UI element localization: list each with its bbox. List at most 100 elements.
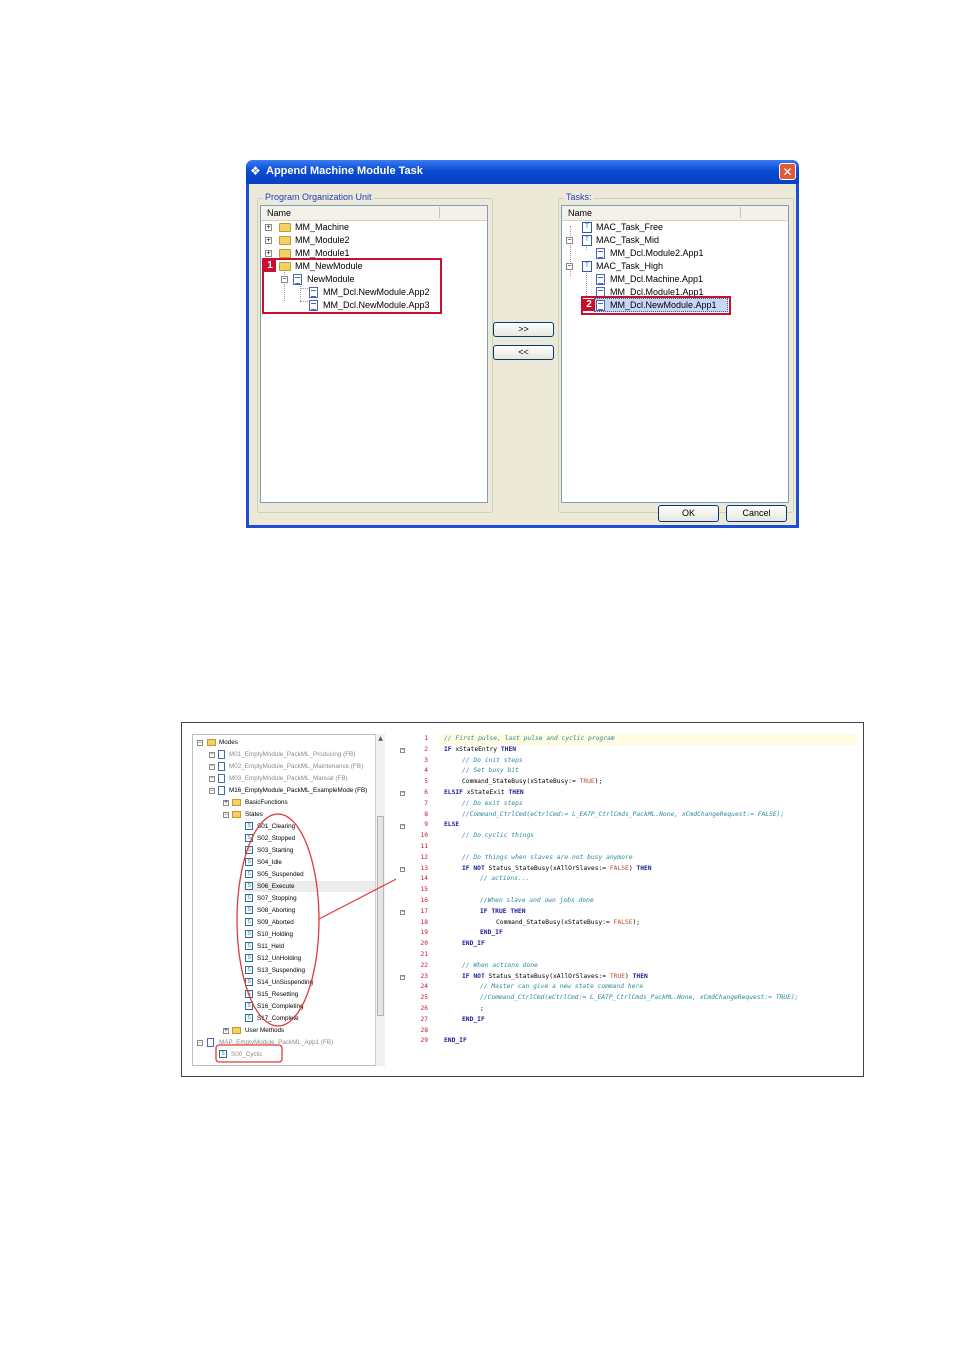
tree-node-label: MAP_EmptyModule_PackML_App1 (FB) [219,1039,334,1046]
code-punct: ); [632,918,641,926]
tree-node-label: S12_UnHolding [257,955,302,962]
code-keyword: THEN [508,789,524,796]
expand-plus-icon[interactable]: + [265,237,272,244]
collapse-minus-icon[interactable]: − [197,740,203,746]
pou-listbox[interactable]: Name + MM_Machine + MM_Module2 + [260,205,488,503]
pou-document-icon [218,750,225,759]
remove-from-task-button[interactable]: << [493,345,554,360]
task-item-label: MAC_Task_Mid [596,235,660,245]
tree-node-label: S00_Cyclic [231,1051,263,1058]
pou-item-label: MM_Module1 [295,248,350,258]
fold-toggle-icon[interactable]: − [400,974,406,980]
code-keyword: THEN [500,745,517,753]
add-to-task-button[interactable]: >> [493,322,554,337]
folder-icon [279,249,291,258]
pou-item-newmodule[interactable]: − NewModule [281,273,461,286]
tree-scrollbar-thumb[interactable] [377,816,384,1016]
code-line-29: END_IF [444,1036,467,1047]
fold-toggle-icon[interactable]: − [400,747,406,753]
state-icon: S [245,990,253,998]
scroll-up-icon[interactable]: ▲ [378,735,383,742]
fold-toggle-icon[interactable]: − [400,790,406,796]
project-tree[interactable]: ▾ − Modes + M01_EmptyModule_PackML_Produ… [192,734,382,1066]
code-punct: ; [480,1005,484,1012]
task-item-mac-task-high[interactable]: − T MAC_Task_High [566,260,766,273]
expand-plus-icon[interactable]: + [265,224,272,231]
task-icon: T [582,235,592,246]
code-line-17: IF TRUE THEN [480,907,526,918]
tree-node-label: BasicFunctions [245,799,288,806]
tree-node-label: S14_UnSuspending [257,979,314,986]
code-keyword: END_IF [480,929,503,937]
collapse-minus-icon[interactable]: − [566,237,573,244]
tasks-listbox[interactable]: Name T MAC_Task_Free − T MAC_Task_Mid MM… [561,205,789,503]
code-keyword: IF [444,745,452,753]
fold-toggle-icon[interactable]: − [400,909,406,915]
code-comment: //Command_CtrlCmd(eCtrlCmd:= L_EATP_Ctrl… [462,810,785,818]
collapse-minus-icon[interactable]: − [223,812,229,818]
expand-plus-icon[interactable]: + [209,752,215,758]
pou-document-icon [309,287,318,298]
pou-item-mm-module2[interactable]: + MM_Module2 [265,234,465,247]
collapse-minus-icon[interactable]: − [209,788,215,794]
tree-node-label: S15_Resetting [257,991,299,998]
code-keyword: ELSE [444,821,460,829]
pou-item-mm-module1[interactable]: + MM_Module1 [265,247,465,260]
pou-column-header-name[interactable]: Name [261,206,487,221]
fold-toggle-icon[interactable]: − [400,866,406,872]
code-editor-screenshot: ▾ − Modes + M01_EmptyModule_PackML_Produ… [181,722,864,1077]
line-number: 5 [424,778,428,786]
code-keyword: IF NOT [462,972,485,980]
collapse-minus-icon[interactable]: − [281,276,288,283]
line-number: 15 [420,886,428,894]
code-identifier: Command_StateBusy(xStateBusy:= [496,918,614,926]
line-number: 4 [424,767,428,775]
state-icon: S [245,1014,253,1022]
task-item-mac-task-free[interactable]: T MAC_Task_Free [572,221,772,234]
fold-toggle-icon[interactable]: − [400,823,406,829]
pou-item-newmodule-app3[interactable]: MM_Dcl.NewModule.App3 [309,299,469,312]
folder-icon [232,1027,241,1034]
pou-group: Program Organization Unit Name + MM_Mach… [257,192,493,513]
line-number: 24 [420,983,428,991]
collapse-minus-icon[interactable]: − [566,263,573,270]
expand-plus-icon[interactable]: + [209,776,215,782]
pou-document-icon [596,300,605,311]
collapse-minus-icon[interactable]: − [197,1040,203,1046]
line-number: 12 [420,853,428,861]
line-number: 29 [420,1037,428,1045]
expand-plus-icon[interactable]: + [223,800,229,806]
tree-scrollbar[interactable]: ▲ [375,734,385,1066]
task-item-newmodule-app1[interactable]: MM_Dcl.NewModule.App1 [596,299,776,312]
task-item-machine-app1[interactable]: MM_Dcl.Machine.App1 [596,273,776,286]
tree-node-label: S09_Aborted [257,919,294,926]
task-item-mac-task-mid[interactable]: − T MAC_Task_Mid [566,234,766,247]
line-number-gutter [396,734,430,1066]
ok-button[interactable]: OK [658,505,719,522]
task-item-label: MM_Dcl.Machine.App1 [610,274,704,284]
column-separator [740,207,741,218]
dialog-title-bar[interactable]: ❖ Append Machine Module Task ✕ [246,160,799,184]
tree-node-label: S06_Execute [257,883,295,890]
expand-plus-icon[interactable]: + [209,764,215,770]
cancel-button[interactable]: Cancel [726,505,787,522]
expand-plus-icon[interactable]: + [223,1028,229,1034]
pou-item-mm-machine[interactable]: + MM_Machine [265,221,465,234]
code-line-26: ; [480,1004,484,1015]
task-item-module2-app1[interactable]: MM_Dcl.Module2.App1 [596,247,776,260]
code-line-2: IF xStateEntry THEN [444,745,516,756]
line-number: 20 [420,940,428,948]
state-icon: S [245,882,253,890]
tree-node-label: S08_Aborting [257,907,296,914]
folder-icon [279,223,291,232]
code-comment: //Command_CtrlCmd(eCtrlCmd:= L_EATP_Ctrl… [480,994,799,1002]
tree-node-label: M02_EmptyModule_PackML_Maintenance (FB) [229,763,364,770]
expand-plus-icon[interactable]: + [265,250,272,257]
close-button[interactable]: ✕ [779,163,796,180]
code-comment: // Set busy bit [462,767,519,775]
code-line-23: IF NOT Status_StateBusy(xAllOrSlaves:= T… [462,972,648,983]
tasks-column-header-name[interactable]: Name [562,206,788,221]
pou-item-newmodule-app2[interactable]: MM_Dcl.NewModule.App2 [309,286,469,299]
tree-node-label: S01_Clearing [257,823,296,830]
